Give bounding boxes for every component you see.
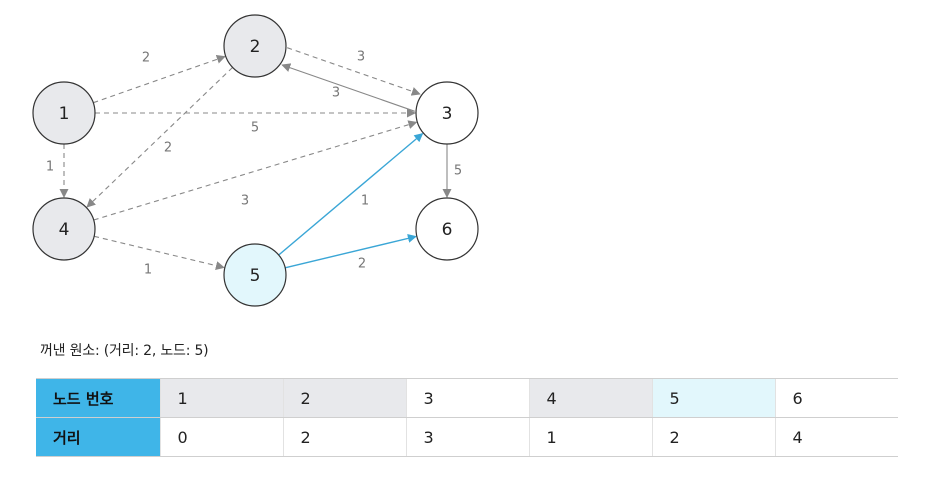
distance-row: 거리 0 2 3 1 2 4 bbox=[36, 417, 898, 457]
edge-3-to-2 bbox=[281, 63, 415, 112]
distance-cell-3: 3 bbox=[405, 417, 529, 457]
distance-cell-1: 0 bbox=[159, 417, 283, 457]
edges-layer: 2 5 1 3 2 3 5 3 1 1 2 bbox=[46, 47, 462, 278]
edge-weight-5-to-3: 1 bbox=[361, 194, 369, 209]
distance-cell-6: 4 bbox=[774, 417, 898, 457]
edge-weight-3-to-2: 3 bbox=[332, 86, 340, 101]
popped-element-caption: 꺼낸 원소: (거리: 2, 노드: 5) bbox=[40, 343, 209, 359]
node-4 bbox=[32, 197, 96, 261]
distance-cell-4: 1 bbox=[528, 417, 652, 457]
edge-5-to-6 bbox=[284, 233, 417, 269]
node-cell-6: 6 bbox=[774, 378, 898, 418]
distance-table: 노드 번호 1 2 3 4 5 6 거리 0 2 3 1 2 4 bbox=[36, 378, 898, 457]
edge-4-to-3 bbox=[93, 120, 418, 221]
node-number-header: 노드 번호 bbox=[36, 378, 160, 418]
node-6 bbox=[415, 197, 479, 261]
node-5 bbox=[223, 243, 287, 307]
edge-2-to-3 bbox=[287, 47, 421, 96]
node-2 bbox=[223, 14, 287, 78]
distance-header: 거리 bbox=[36, 417, 160, 457]
edge-5-to-3 bbox=[278, 132, 424, 256]
node-cell-3: 3 bbox=[405, 378, 529, 418]
distance-cell-5: 2 bbox=[651, 417, 775, 457]
nodes-layer: 1 2 3 4 5 6 bbox=[32, 14, 479, 307]
edge-weight-3-to-6: 5 bbox=[454, 164, 462, 179]
node-cell-4: 4 bbox=[528, 378, 652, 418]
node-label-4: 4 bbox=[59, 220, 70, 240]
node-cell-1: 1 bbox=[159, 378, 283, 418]
node-number-row: 노드 번호 1 2 3 4 5 6 bbox=[36, 378, 898, 418]
node-label-6: 6 bbox=[442, 220, 453, 240]
edge-1-to-2 bbox=[93, 55, 226, 104]
node-label-3: 3 bbox=[442, 104, 453, 124]
edge-2-to-4 bbox=[86, 67, 233, 208]
edge-4-to-5 bbox=[93, 235, 225, 271]
distance-cell-2: 2 bbox=[282, 417, 406, 457]
graph-diagram: 2 5 1 3 2 3 5 3 1 1 2 1 2 3 4 5 6 bbox=[32, 14, 479, 307]
edge-weight-4-to-3: 3 bbox=[241, 194, 249, 209]
node-label-2: 2 bbox=[250, 37, 261, 57]
edge-weight-5-to-6: 2 bbox=[358, 257, 366, 272]
edge-weight-1-to-3: 5 bbox=[251, 121, 259, 136]
edge-weight-1-to-2: 2 bbox=[142, 51, 150, 66]
node-label-5: 5 bbox=[250, 266, 261, 286]
edge-weight-4-to-5: 1 bbox=[144, 263, 152, 278]
node-cell-2: 2 bbox=[282, 378, 406, 418]
node-1 bbox=[32, 81, 96, 145]
node-3 bbox=[415, 81, 479, 145]
node-label-1: 1 bbox=[59, 104, 70, 124]
edge-weight-2-to-4: 2 bbox=[164, 141, 172, 156]
node-cell-5: 5 bbox=[651, 378, 775, 418]
edge-weight-2-to-3: 3 bbox=[357, 50, 365, 65]
edge-weight-1-to-4: 1 bbox=[46, 160, 54, 175]
